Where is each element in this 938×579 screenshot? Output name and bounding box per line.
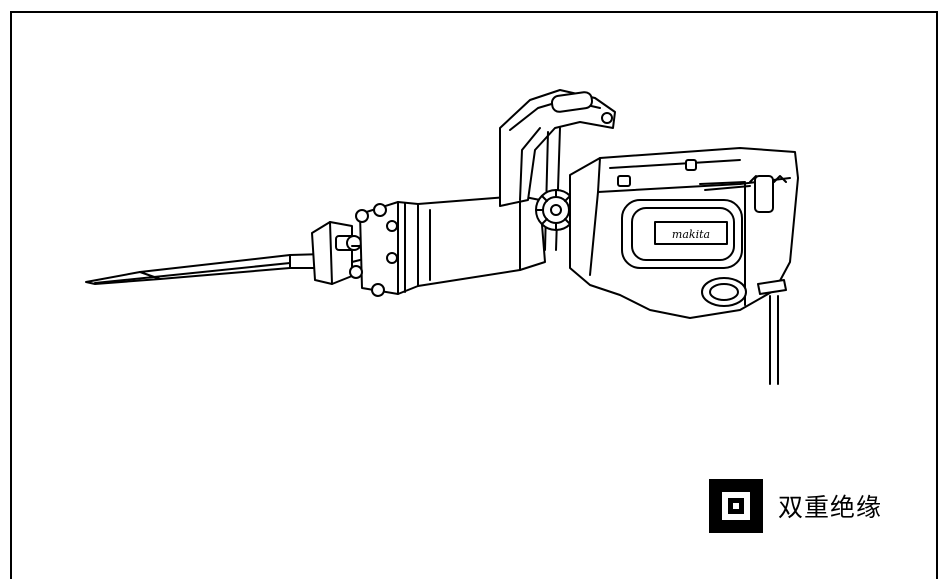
front-flange xyxy=(349,201,419,297)
tool-retainer xyxy=(311,221,369,285)
double-insulation-label: 双重绝缘 xyxy=(778,493,883,522)
svg-text:makita: makita xyxy=(672,228,710,241)
power-cord xyxy=(769,295,779,385)
barrel xyxy=(417,195,546,287)
page-frame xyxy=(10,11,938,579)
double-insulation-icon xyxy=(709,479,763,533)
motor-housing: makita xyxy=(569,147,799,319)
side-knob xyxy=(535,189,577,231)
chisel-bit xyxy=(85,253,326,285)
d-handle xyxy=(499,89,616,251)
